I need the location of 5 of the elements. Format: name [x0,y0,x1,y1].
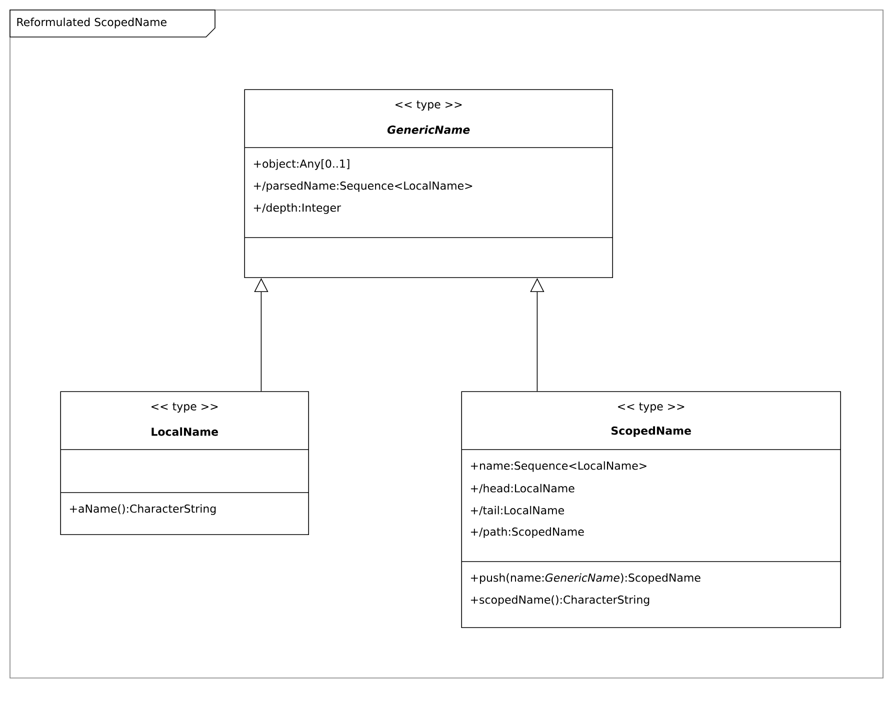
class-box: << type >> LocalName +aName():CharacterString [60,391,309,535]
class-box: << type >> ScopedName +name:Sequence<LocalName> +/head:LocalName +/tail:LocalName +/path:ScopedName +push(name:GenericName):ScopedName +scopedName():CharacterString [461,391,841,628]
frame-tab: Reformulated ScopedName [10,10,216,38]
frame [10,10,884,678]
class-box: << type >> GenericName +object:Any[0..1] +/parsedName:Sequence<LocalName> +/depth:Integer [244,89,613,278]
